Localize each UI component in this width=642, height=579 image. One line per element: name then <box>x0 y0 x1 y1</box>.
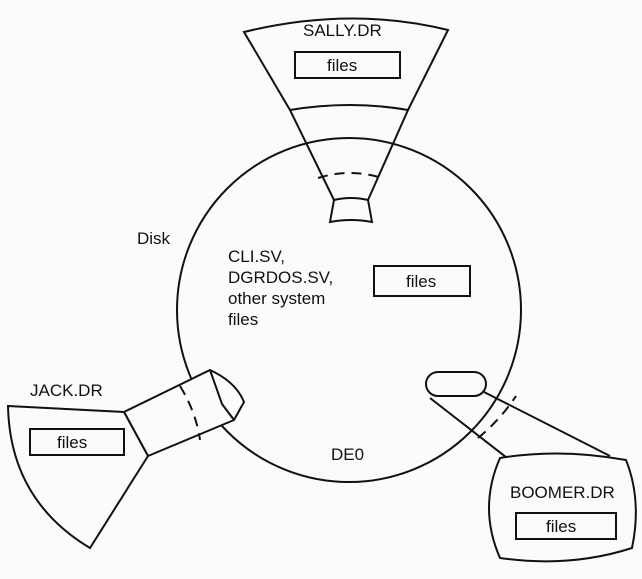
boomer-dir-shape <box>489 453 636 561</box>
jack-dir-label: JACK.DR <box>30 381 103 400</box>
system-file-line: DGRDOS.SV, <box>228 268 333 287</box>
system-files-label: CLI.SV, DGRDOS.SV, other system files <box>228 247 333 329</box>
jack-files-label: files <box>57 433 87 452</box>
sally-files-label: files <box>327 56 357 75</box>
boomer-files-label: files <box>546 517 576 536</box>
disk-files-label: files <box>406 272 436 291</box>
boomer-dir-label: BOOMER.DR <box>510 483 615 502</box>
jack-directory: JACK.DR files <box>8 370 244 548</box>
sally-connector-cap <box>330 198 372 222</box>
boomer-directory: BOOMER.DR files <box>426 372 636 561</box>
sally-dir-label: SALLY.DR <box>303 21 382 40</box>
drive-name-label: DE0 <box>331 445 364 464</box>
sally-connector <box>290 110 408 200</box>
boomer-connector-cap <box>426 372 486 396</box>
system-file-line: CLI.SV, <box>228 247 285 266</box>
sally-directory: SALLY.DR files <box>244 18 448 222</box>
system-file-line: other system <box>228 289 325 308</box>
system-file-line: files <box>228 310 258 329</box>
disk-label: Disk <box>137 229 171 248</box>
jack-dir-shape <box>8 406 148 548</box>
sally-connector-dash <box>318 173 382 178</box>
